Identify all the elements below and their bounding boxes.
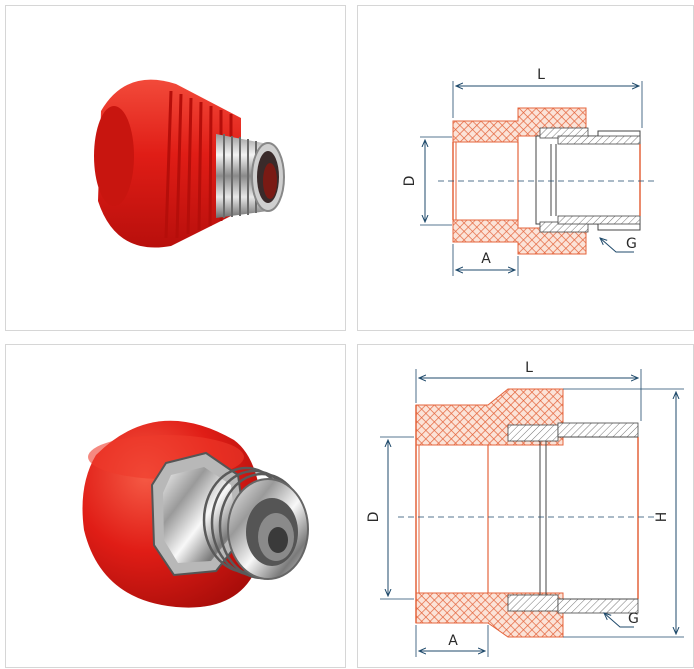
dim-label-D-2: D bbox=[366, 512, 382, 523]
dim-label-G: G bbox=[626, 236, 637, 252]
product-photo-top bbox=[5, 5, 346, 331]
drawing-svg-1: L D A G bbox=[402, 67, 658, 276]
fitting-image-1 bbox=[94, 79, 285, 248]
product-photo-bottom bbox=[5, 344, 346, 668]
dim-label-G-2: G bbox=[628, 611, 639, 627]
dim-label-D: D bbox=[402, 176, 418, 187]
drawing-svg-2: L D H A G bbox=[366, 360, 684, 657]
dim-label-A: A bbox=[481, 251, 491, 267]
dim-label-L-2: L bbox=[525, 360, 533, 376]
dim-label-A-2: A bbox=[448, 633, 458, 649]
dim-label-L: L bbox=[537, 67, 545, 83]
fitting-image-2 bbox=[82, 420, 309, 608]
technical-drawing-top: L D A G bbox=[357, 5, 694, 331]
technical-drawing-bottom: L D H A G bbox=[357, 344, 694, 668]
dim-label-H: H bbox=[654, 512, 670, 523]
